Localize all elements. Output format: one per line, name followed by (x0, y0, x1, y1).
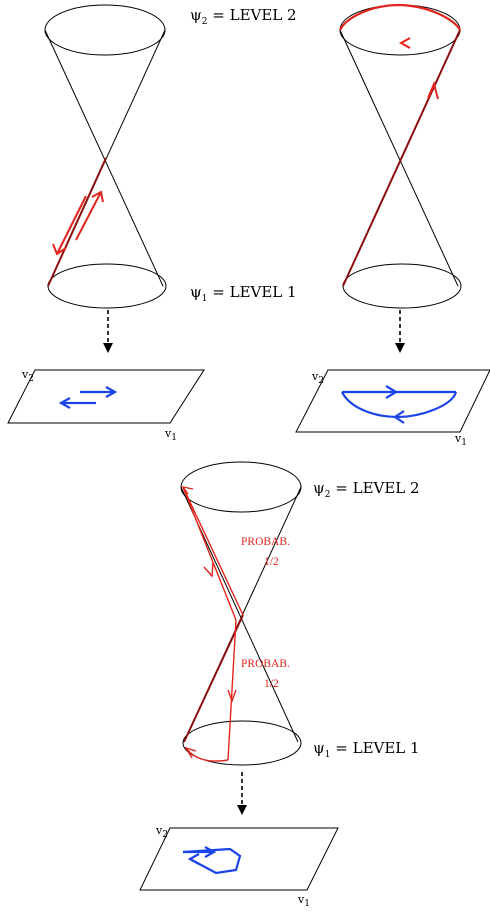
top-left-plane-v1-label: v1 (164, 427, 177, 443)
bottom-plane-v1-label: v1 (297, 893, 310, 909)
top-left-upper-rim (44, 4, 166, 56)
bottom-blue-projection (182, 846, 242, 875)
top-left-lower-rim (47, 263, 167, 309)
top-right-blue-projection (341, 385, 458, 424)
prob-label-lower-line1: PROBAB. (241, 658, 290, 670)
top-right-rim-arc (339, 3, 461, 31)
top-right-plane-v1-label: v1 (454, 432, 467, 448)
prob-label-lower-line2: 1/2 (264, 678, 279, 690)
top-right-cone-side-left (339, 29, 459, 287)
bottom-level2-label: ψ2 = LEVEL 2 (313, 479, 420, 500)
top-level2-label: ψ2 = LEVEL 2 (190, 6, 297, 27)
top-left-cone-side-left (44, 29, 164, 287)
bottom-plane (139, 827, 339, 891)
top-left-blue-projection (58, 386, 118, 409)
bottom-upper-rim (180, 461, 302, 513)
bottom-level1-label: ψ1 = LEVEL 1 (313, 739, 420, 760)
top-left-path-segment (47, 157, 107, 287)
bottom-red-paths (181, 485, 244, 762)
top-left-plane (7, 369, 205, 424)
top-right-upward-arrow (427, 80, 439, 100)
top-left-panel: ψ2 = LEVEL 2 ψ1 = LEVEL 1 v2 v1 (7, 4, 297, 443)
top-right-double-cone (339, 4, 462, 309)
bottom-lower-rim (182, 720, 302, 766)
top-level1-label: ψ1 = LEVEL 1 (190, 283, 297, 304)
bottom-plane-v2-label: v2 (155, 824, 168, 840)
top-right-panel: v2 v1 (295, 3, 490, 448)
prob-label-upper-line1: PROBAB. (241, 536, 290, 548)
prob-label-upper-line2: 1/2 (264, 556, 279, 568)
bottom-panel: PROBAB. 1/2 PROBAB. 1/2 ψ2 = LEVEL 2 ψ1 … (139, 461, 420, 909)
top-right-plane (295, 369, 490, 433)
top-right-plane-v2-label: v2 (311, 370, 324, 386)
top-left-plane-v2-label: v2 (21, 368, 34, 384)
top-right-lower-rim (342, 263, 462, 309)
top-right-path-generatrix (342, 29, 461, 287)
top-left-double-cone (44, 4, 167, 309)
top-left-back-forth-arrows (52, 190, 104, 256)
bottom-path-segment (183, 614, 244, 743)
bottom-double-cone (180, 461, 302, 766)
top-right-upper-rim (339, 4, 461, 56)
top-right-rim-arrow (398, 37, 411, 49)
